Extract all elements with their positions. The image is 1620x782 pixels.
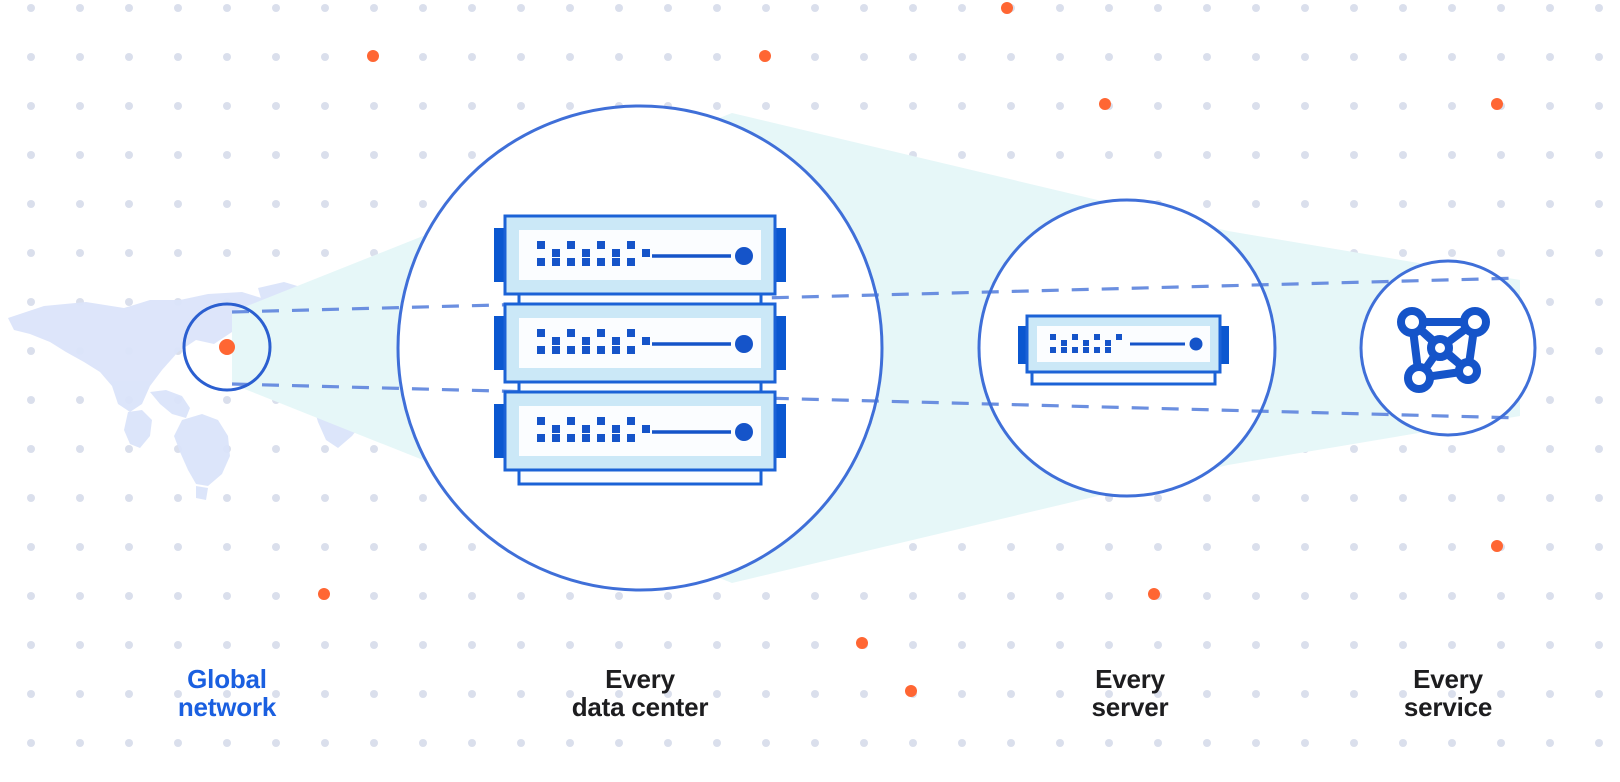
label-global-network: Global network	[177, 664, 277, 723]
highlight-dot	[1099, 98, 1111, 110]
stage-server[interactable]	[977, 198, 1277, 498]
stage-service[interactable]	[1359, 259, 1537, 437]
label-data-center: Every data center	[571, 664, 709, 723]
globe-highlight-circle	[182, 302, 272, 392]
highlight-dot	[1491, 540, 1503, 552]
highlight-dot	[318, 588, 330, 600]
rack-unit	[494, 302, 786, 384]
service-circle	[1359, 259, 1537, 437]
data-center-circle	[396, 104, 884, 592]
server-rack-icon	[494, 214, 786, 486]
highlight-dot	[1001, 2, 1013, 14]
highlight-dot	[905, 685, 917, 697]
rack-unit	[494, 390, 786, 472]
highlight-dot	[1491, 98, 1503, 110]
label-server: Every server	[1091, 664, 1169, 723]
highlight-dot	[759, 50, 771, 62]
server-circle	[977, 198, 1277, 498]
highlight-dot	[1148, 588, 1160, 600]
stage-data-center[interactable]	[396, 104, 884, 592]
network-mesh-icon	[1397, 307, 1490, 393]
rack-unit	[494, 214, 786, 296]
server-unit-icon	[1018, 314, 1229, 386]
highlight-dot	[856, 637, 868, 649]
highlight-dot	[367, 50, 379, 62]
stage-global-network[interactable]	[182, 302, 272, 392]
globe-marker-dot	[219, 339, 235, 355]
label-service: Every service	[1403, 664, 1493, 723]
